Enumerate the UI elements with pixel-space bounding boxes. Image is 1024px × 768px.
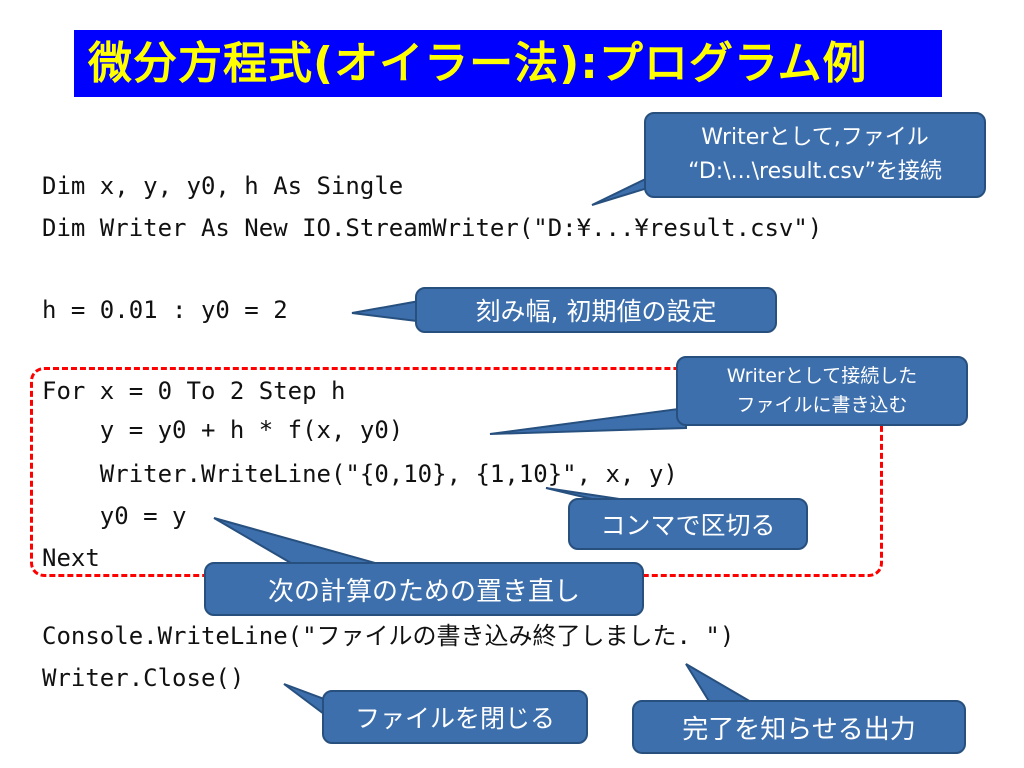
callout-close-file: ファイルを閉じる bbox=[322, 690, 588, 744]
code-line-close: Writer.Close() bbox=[42, 664, 245, 692]
code-line-declare: Dim x, y, y0, h As Single bbox=[42, 172, 404, 200]
callout-reset-text: 次の計算のための置き直し bbox=[267, 576, 580, 607]
code-line-init: h = 0.01 : y0 = 2 bbox=[42, 296, 288, 324]
callout-done-text: 完了を知らせる出力 bbox=[682, 714, 916, 745]
slide-title: 微分方程式(オイラー法):プログラム例 bbox=[74, 30, 942, 97]
callout-connect-line2: “D:\...\result.csv”を接続 bbox=[688, 159, 942, 184]
callout-connect-file: Writerとして,ファイル “D:\...\result.csv”を接続 bbox=[644, 112, 986, 198]
callout-write-line1: Writerとして接続した bbox=[726, 365, 918, 387]
callout-comma-text: コンマで区切る bbox=[600, 511, 776, 540]
callout-connect-line1: Writerとして,ファイル bbox=[701, 125, 929, 150]
code-line-euler: y = y0 + h * f(x, y0) bbox=[42, 416, 404, 444]
code-line-reset: y0 = y bbox=[42, 502, 187, 530]
code-line-next: Next bbox=[42, 544, 100, 572]
code-line-console: Console.WriteLine("ファイルの書き込み終了しました. ") bbox=[42, 622, 735, 650]
callout-step-init-text: 刻み幅, 初期値の設定 bbox=[475, 297, 717, 326]
callout-reset: 次の計算のための置き直し bbox=[204, 562, 644, 616]
callout-write-file: Writerとして接続した ファイルに書き込む bbox=[676, 356, 968, 426]
code-line-for: For x = 0 To 2 Step h bbox=[42, 377, 346, 405]
code-line-writeline: Writer.WriteLine("{0,10}, {1,10}", x, y) bbox=[42, 460, 678, 488]
callout-step-init: 刻み幅, 初期値の設定 bbox=[415, 287, 777, 333]
code-line-writer: Dim Writer As New IO.StreamWriter("D:¥..… bbox=[42, 214, 823, 242]
callout-done-output: 完了を知らせる出力 bbox=[632, 700, 966, 754]
callout-close-text: ファイルを閉じる bbox=[354, 704, 555, 733]
callout-comma: コンマで区切る bbox=[568, 498, 808, 550]
callout-write-line2: ファイルに書き込む bbox=[736, 394, 908, 416]
